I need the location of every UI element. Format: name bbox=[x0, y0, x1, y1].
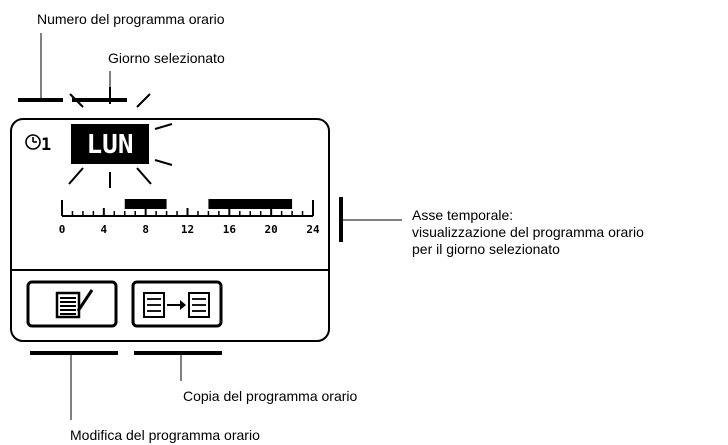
timeline-tick-label: 24 bbox=[306, 223, 320, 236]
program-number: 1 bbox=[41, 135, 51, 155]
timeline-active-bar bbox=[208, 199, 293, 209]
timeline-tick-label: 20 bbox=[265, 223, 278, 236]
label-numero-programma: Numero del programma orario bbox=[37, 11, 225, 27]
marker-numero bbox=[18, 98, 63, 102]
blink-rays bbox=[68, 87, 173, 188]
edit-schedule-button[interactable] bbox=[26, 280, 118, 328]
day-badge bbox=[71, 124, 149, 164]
timeline-tick-label: 16 bbox=[223, 223, 237, 236]
marker-copia bbox=[134, 351, 222, 355]
marker-giorno bbox=[72, 98, 127, 102]
label-asse-line-1: Asse temporale: bbox=[412, 207, 514, 223]
marker-asse bbox=[339, 197, 343, 242]
timeline-tick-label: 8 bbox=[142, 223, 149, 236]
label-asse-line-3: per il giorno selezionato bbox=[412, 241, 560, 257]
label-asse-line-2: visualizzazione del programma orario bbox=[412, 224, 644, 240]
marker-modifica bbox=[30, 351, 118, 355]
timeline-active-bar bbox=[124, 199, 167, 209]
clock-icon bbox=[25, 134, 41, 150]
copy-schedule-button[interactable] bbox=[131, 280, 223, 328]
day-label: LUN bbox=[87, 130, 134, 160]
label-giorno-selezionato: Giorno selezionato bbox=[108, 50, 225, 66]
edit-schedule-icon bbox=[55, 289, 94, 319]
label-copia-programma: Copia del programma orario bbox=[183, 388, 358, 404]
timeline-tick-label: 12 bbox=[181, 223, 194, 236]
timeline-tick-label: 0 bbox=[59, 223, 66, 236]
label-asse-temporale: Asse temporale: visualizzazione del prog… bbox=[412, 207, 644, 258]
timeline-tick-label: 4 bbox=[101, 223, 108, 236]
timeline: 0 4 8 12 16 20 24 bbox=[59, 199, 320, 236]
label-modifica-programma: Modifica del programma orario bbox=[70, 427, 260, 443]
copy-schedule-icon bbox=[143, 292, 210, 318]
